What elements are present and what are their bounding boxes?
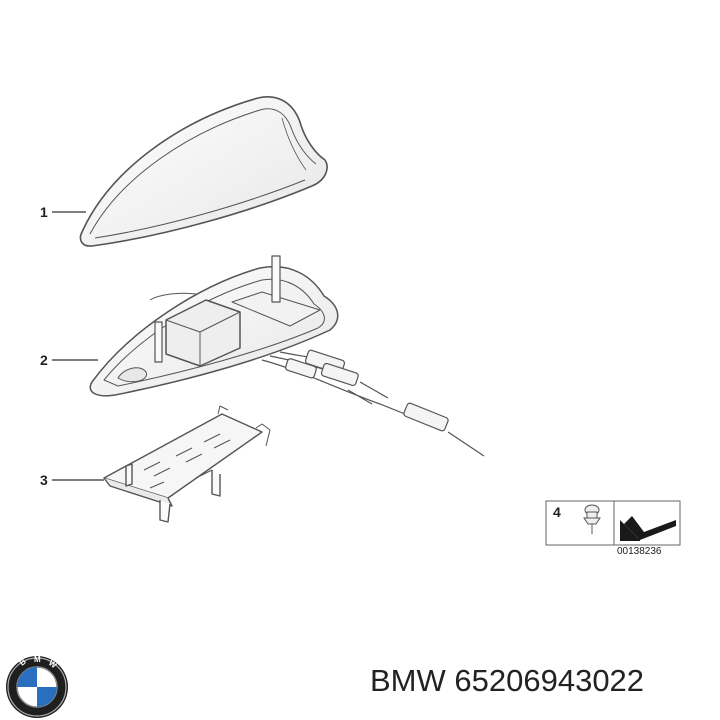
antenna-cover-part — [79, 96, 328, 247]
part-caption: BMW 65206943022 — [370, 663, 644, 699]
logo-letter-w: W — [47, 658, 59, 670]
callout-label-1: 1 — [40, 204, 48, 220]
bmw-logo: B M W — [6, 655, 68, 718]
antenna-base-part — [89, 255, 339, 397]
screw-icon — [583, 504, 601, 534]
antenna-cables — [261, 349, 485, 457]
mounting-bracket-part — [103, 405, 271, 523]
inset-callout-label: 4 — [553, 504, 561, 520]
callout-label-2: 2 — [40, 352, 48, 368]
fastener-inset: 4 — [545, 500, 681, 546]
notice-arrow-icon — [620, 514, 676, 542]
caption-brand: BMW — [370, 663, 446, 698]
caption-part-number: 65206943022 — [454, 663, 645, 698]
diagram-reference-number: 00138236 — [617, 546, 662, 557]
logo-letter-m: M — [34, 655, 41, 664]
callout-label-3: 3 — [40, 472, 48, 488]
logo-letter-b: B — [18, 657, 28, 668]
